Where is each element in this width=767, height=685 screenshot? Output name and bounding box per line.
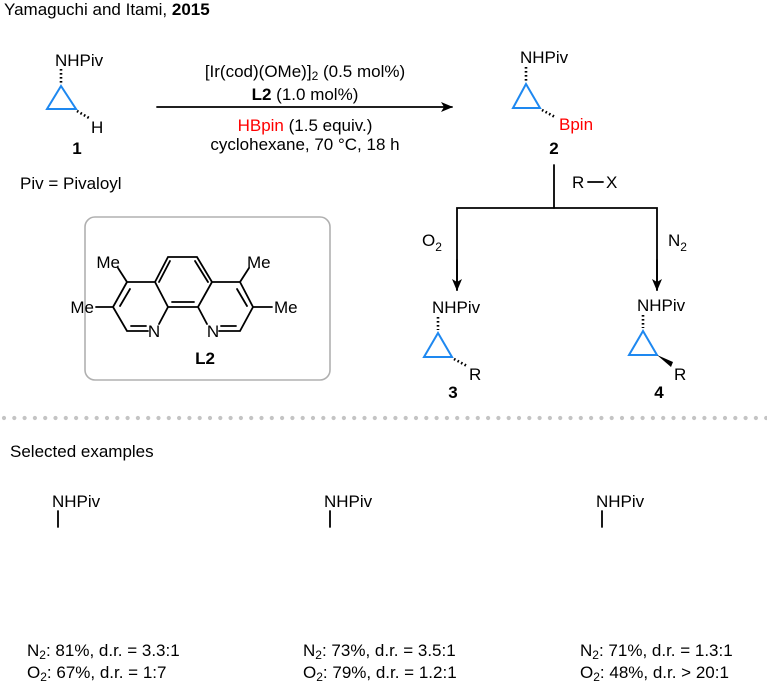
piv-abbreviation: Piv = Pivaloyl [20, 174, 122, 193]
reagent-text: HBpin (1.5 equiv.) [238, 116, 373, 135]
divergent-branch: R X O2 N2 [422, 164, 687, 291]
example-1: N2: 81%, d.r. = 3.3:1 O2: 67%, d.r. = 1:… [27, 641, 180, 684]
compound-number-3: 3 [448, 383, 457, 402]
compound-3: NHPiv R 3 [422, 298, 481, 402]
n2-atmosphere-label: N2 [668, 231, 687, 254]
cyclopropane-ring [627, 329, 659, 356]
cyclopropane-ring [45, 84, 78, 110]
example-compound: NHPiv OMe [596, 492, 645, 528]
example-compound: NHPiv CF3 [324, 492, 373, 528]
cyclopropane-ring [422, 331, 454, 358]
phenanthroline-structure: Me Me Me Me N N [70, 253, 297, 341]
ligand-bonds [95, 256, 273, 332]
example-2: N2: 73%, d.r. = 3.5:1 O2: 79%, d.r. = 1.… [303, 641, 457, 684]
o2-result: O2: 79%, d.r. = 1.2:1 [303, 663, 457, 684]
example-results: N2: 73%, d.r. = 3.5:1 O2: 79%, d.r. = 1.… [303, 641, 457, 684]
compound-4-substituent: NHPiv [637, 296, 686, 315]
reagent-x: X [606, 173, 617, 192]
o2-result: O2: 48%, d.r. > 20:1 [580, 663, 729, 684]
hashed-bond [453, 357, 468, 368]
nitrogen-label: N [207, 322, 219, 341]
example-substituent: NHPiv [596, 492, 645, 511]
compound-2-substituent: NHPiv [520, 48, 569, 67]
reagent-r: R [572, 173, 584, 192]
branch-lines [456, 207, 658, 291]
compound-1: NHPiv H 1 [45, 51, 104, 158]
example-3: NHPiv OMe [596, 492, 645, 528]
example-compound: NHPiv Me [52, 492, 101, 528]
catalyst-text: [Ir(cod)(OMe)]2 (0.5 mol%) [205, 62, 405, 83]
methyl-label: Me [274, 298, 298, 317]
o2-result: O2: 67%, d.r. = 1:7 [27, 663, 166, 684]
ligand-l2-box: Me Me Me Me N N L2 [70, 216, 331, 381]
solvent-temperature-time: cyclohexane, 70 °C, 18 h [210, 135, 399, 154]
ligand-text: L2 (1.0 mol%) [252, 85, 359, 104]
r-group-label: R [469, 365, 481, 384]
example-results: N2: 71%, d.r. = 1.3:1 O2: 48%, d.r. > 20… [580, 641, 733, 684]
examples-heading: Selected examples [10, 442, 154, 461]
wedge-bond [657, 355, 673, 367]
r-group-label: R [674, 365, 686, 384]
o2-atmosphere-label: O2 [422, 231, 442, 254]
n2-result: N2: 73%, d.r. = 3.5:1 [303, 641, 456, 662]
hydrogen-label: H [91, 118, 103, 137]
compound-3-substituent: NHPiv [432, 298, 481, 317]
compound-2: NHPiv Bpin 2 [511, 48, 593, 158]
n2-result: N2: 71%, d.r. = 1.3:1 [580, 641, 733, 662]
example-substituent: NHPiv [52, 492, 101, 511]
example-substituent: NHPiv [324, 492, 373, 511]
compound-4: NHPiv R 4 [627, 296, 686, 402]
compound-number-2: 2 [549, 139, 558, 158]
example-1: NHPiv Me [52, 492, 101, 528]
methyl-label: Me [247, 253, 271, 272]
examples-list: NHPiv Me N2: 81%, d.r. = 3.3:1 O2: 67%, … [27, 492, 733, 684]
example-3: N2: 71%, d.r. = 1.3:1 O2: 48%, d.r. > 20… [580, 641, 733, 684]
scheme-title: Yamaguchi and Itami, 2015 [4, 0, 210, 19]
compound-number-4: 4 [654, 383, 664, 402]
compound-1-substituent: NHPiv [55, 51, 104, 70]
reaction-conditions: [Ir(cod)(OMe)]2 (0.5 mol%) L2 (1.0 mol%)… [156, 62, 453, 154]
ligand-frame [84, 216, 331, 381]
cyclopropane-ring [511, 81, 542, 109]
example-results: N2: 81%, d.r. = 3.3:1 O2: 67%, d.r. = 1:… [27, 641, 180, 684]
methyl-label: Me [96, 253, 120, 272]
hashed-bond [76, 109, 90, 120]
n2-result: N2: 81%, d.r. = 3.3:1 [27, 641, 180, 662]
bpin-label: Bpin [559, 115, 593, 134]
hashed-bond [541, 108, 556, 119]
nitrogen-label: N [148, 322, 160, 341]
example-2: NHPiv CF3 [324, 492, 373, 528]
compound-number-1: 1 [72, 139, 81, 158]
methyl-label: Me [70, 298, 94, 317]
ligand-label: L2 [195, 349, 215, 368]
